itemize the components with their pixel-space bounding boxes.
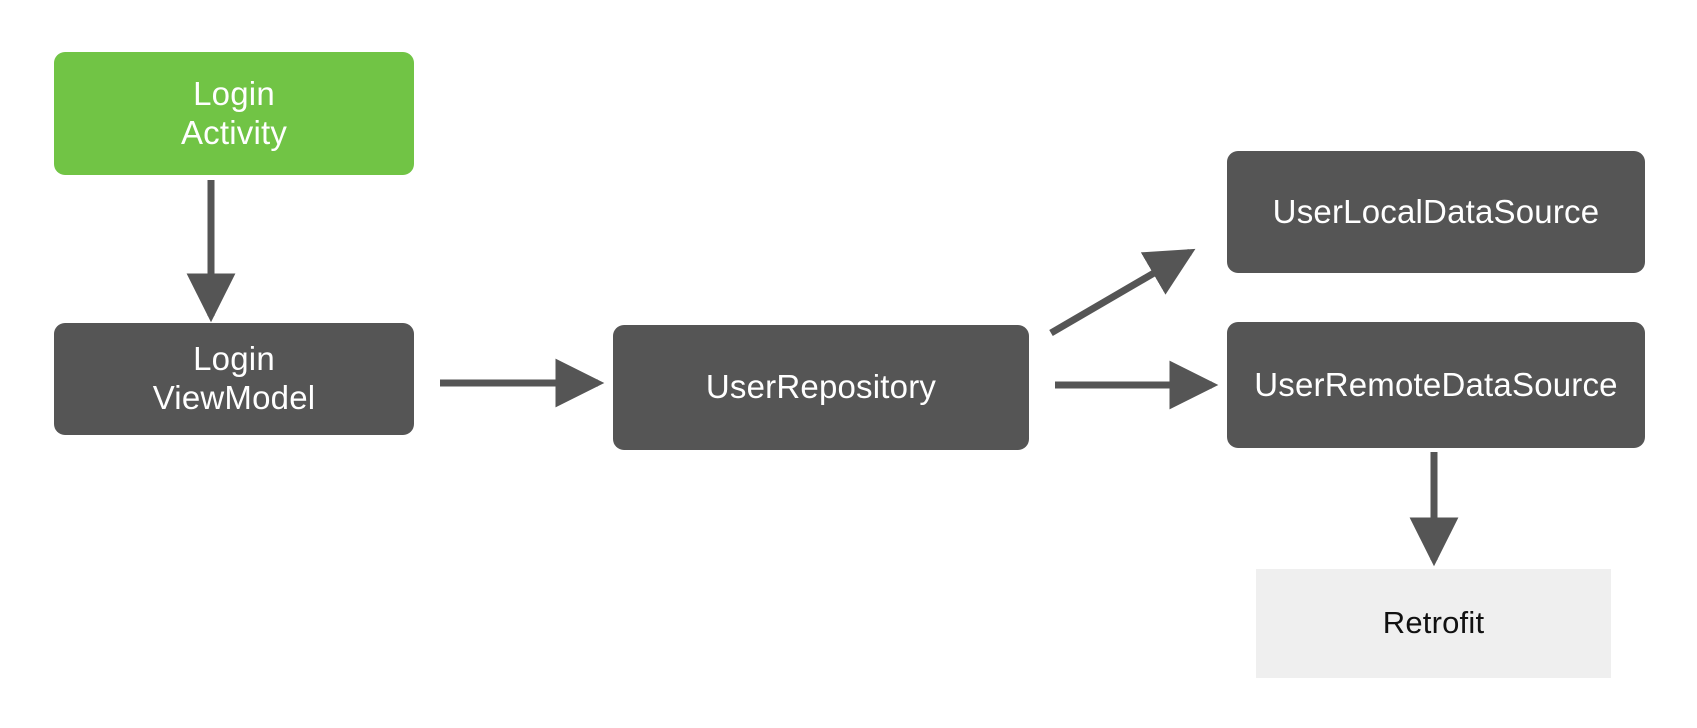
arrow-repository-to-local-data-source (1049, 248, 1196, 337)
node-user-repository-label: UserRepository (705, 368, 937, 406)
node-login-viewmodel-label: Login ViewModel (152, 340, 316, 416)
node-user-local-data-source[interactable]: UserLocalDataSource (1227, 151, 1645, 273)
node-user-local-data-source-label: UserLocalDataSource (1272, 192, 1600, 230)
node-retrofit-label: Retrofit (1382, 605, 1485, 641)
node-login-viewmodel[interactable]: Login ViewModel (54, 323, 414, 435)
node-user-repository[interactable]: UserRepository (613, 325, 1029, 450)
node-retrofit[interactable]: Retrofit (1256, 569, 1611, 678)
node-user-remote-data-source[interactable]: UserRemoteDataSource (1227, 322, 1645, 448)
node-login-activity-label: Login Activity (180, 74, 288, 151)
node-login-activity[interactable]: Login Activity (54, 52, 414, 175)
node-user-remote-data-source-label: UserRemoteDataSource (1254, 365, 1618, 403)
